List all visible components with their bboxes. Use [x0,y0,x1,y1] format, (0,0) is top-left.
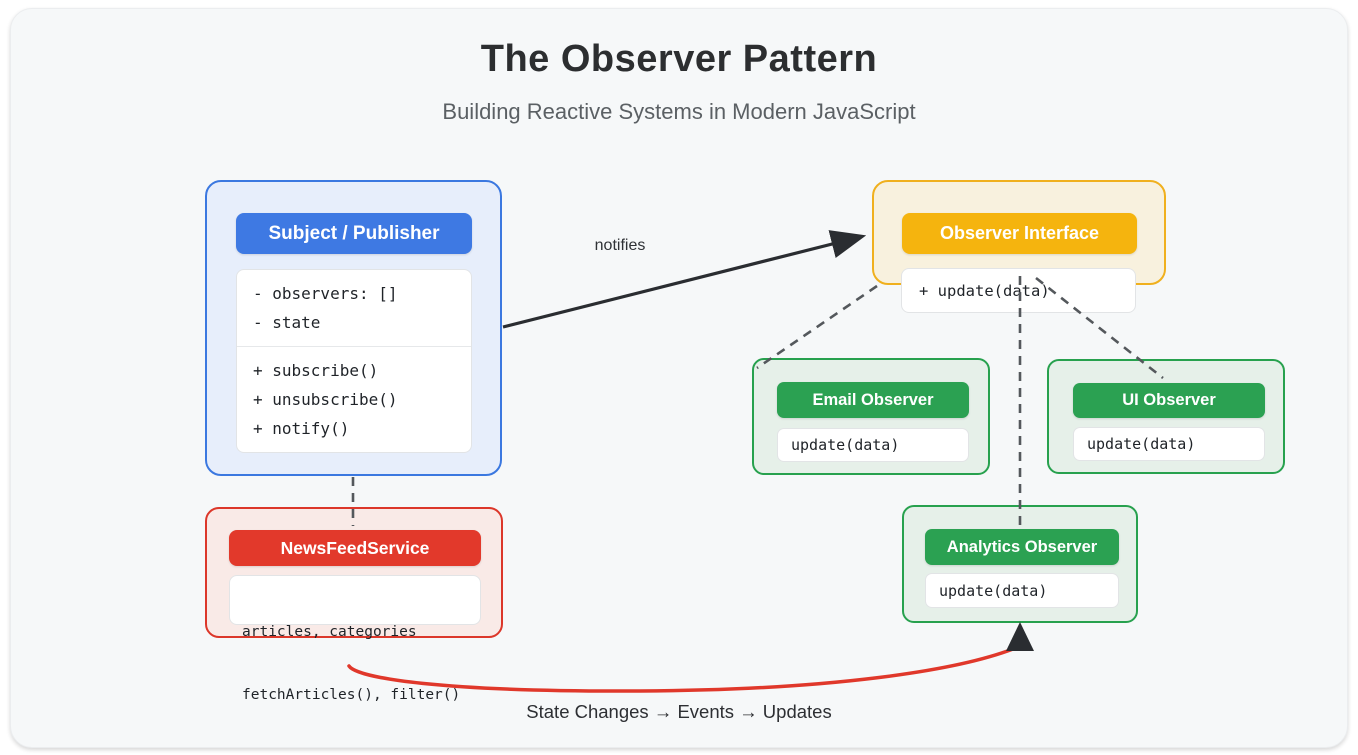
methods-section: + subscribe() + unsubscribe() + notify() [237,346,471,452]
class-box-email-observer: Email Observer update(data) [752,358,990,475]
class-members-subject: - observers: [] - state + subscribe() + … [236,269,472,453]
page-title: The Observer Pattern [480,38,878,80]
method-update-ui: update(data) [1073,427,1265,461]
class-box-analytics-observer: Analytics Observer update(data) [902,505,1138,623]
attribute-observers: - observers: [] [253,284,398,303]
method-update-analytics: update(data) [925,573,1119,608]
class-header-subject-publisher: Subject / Publisher [236,213,472,254]
attributes-section: - observers: [] - state [237,270,471,346]
page-subtitle: Building Reactive Systems in Modern Java… [442,99,916,124]
method-notify: + notify() [253,419,350,438]
class-header-ui-observer: UI Observer [1073,383,1265,418]
method-update-email: update(data) [777,428,969,462]
newsfeed-attributes-line: articles, categories [242,624,417,640]
class-box-newsfeedservice: NewsFeedService articles, categories fet… [205,507,503,703]
class-header-email-observer: Email Observer [777,382,969,418]
flow-caption: State Changes → Events → Updates [526,701,832,722]
class-header-observer-interface: Observer Interface [902,213,1137,254]
class-members-newsfeedservice: articles, categories fetchArticles(), fi… [229,575,481,703]
class-header-newsfeedservice: NewsFeedService [229,530,481,566]
method-subscribe: + subscribe() [253,361,379,380]
class-box-subject-publisher: Subject / Publisher - observers: [] - st… [205,180,502,476]
method-update-interface: + update(data) [901,268,1136,313]
class-box-observer-interface: Observer Interface [872,180,1166,285]
method-unsubscribe: + unsubscribe() [253,390,398,409]
class-header-analytics-observer: Analytics Observer [925,529,1119,565]
class-box-ui-observer: UI Observer update(data) [1047,359,1285,474]
attribute-state: - state [253,313,321,332]
edge-label-notifies: notifies [594,237,646,254]
